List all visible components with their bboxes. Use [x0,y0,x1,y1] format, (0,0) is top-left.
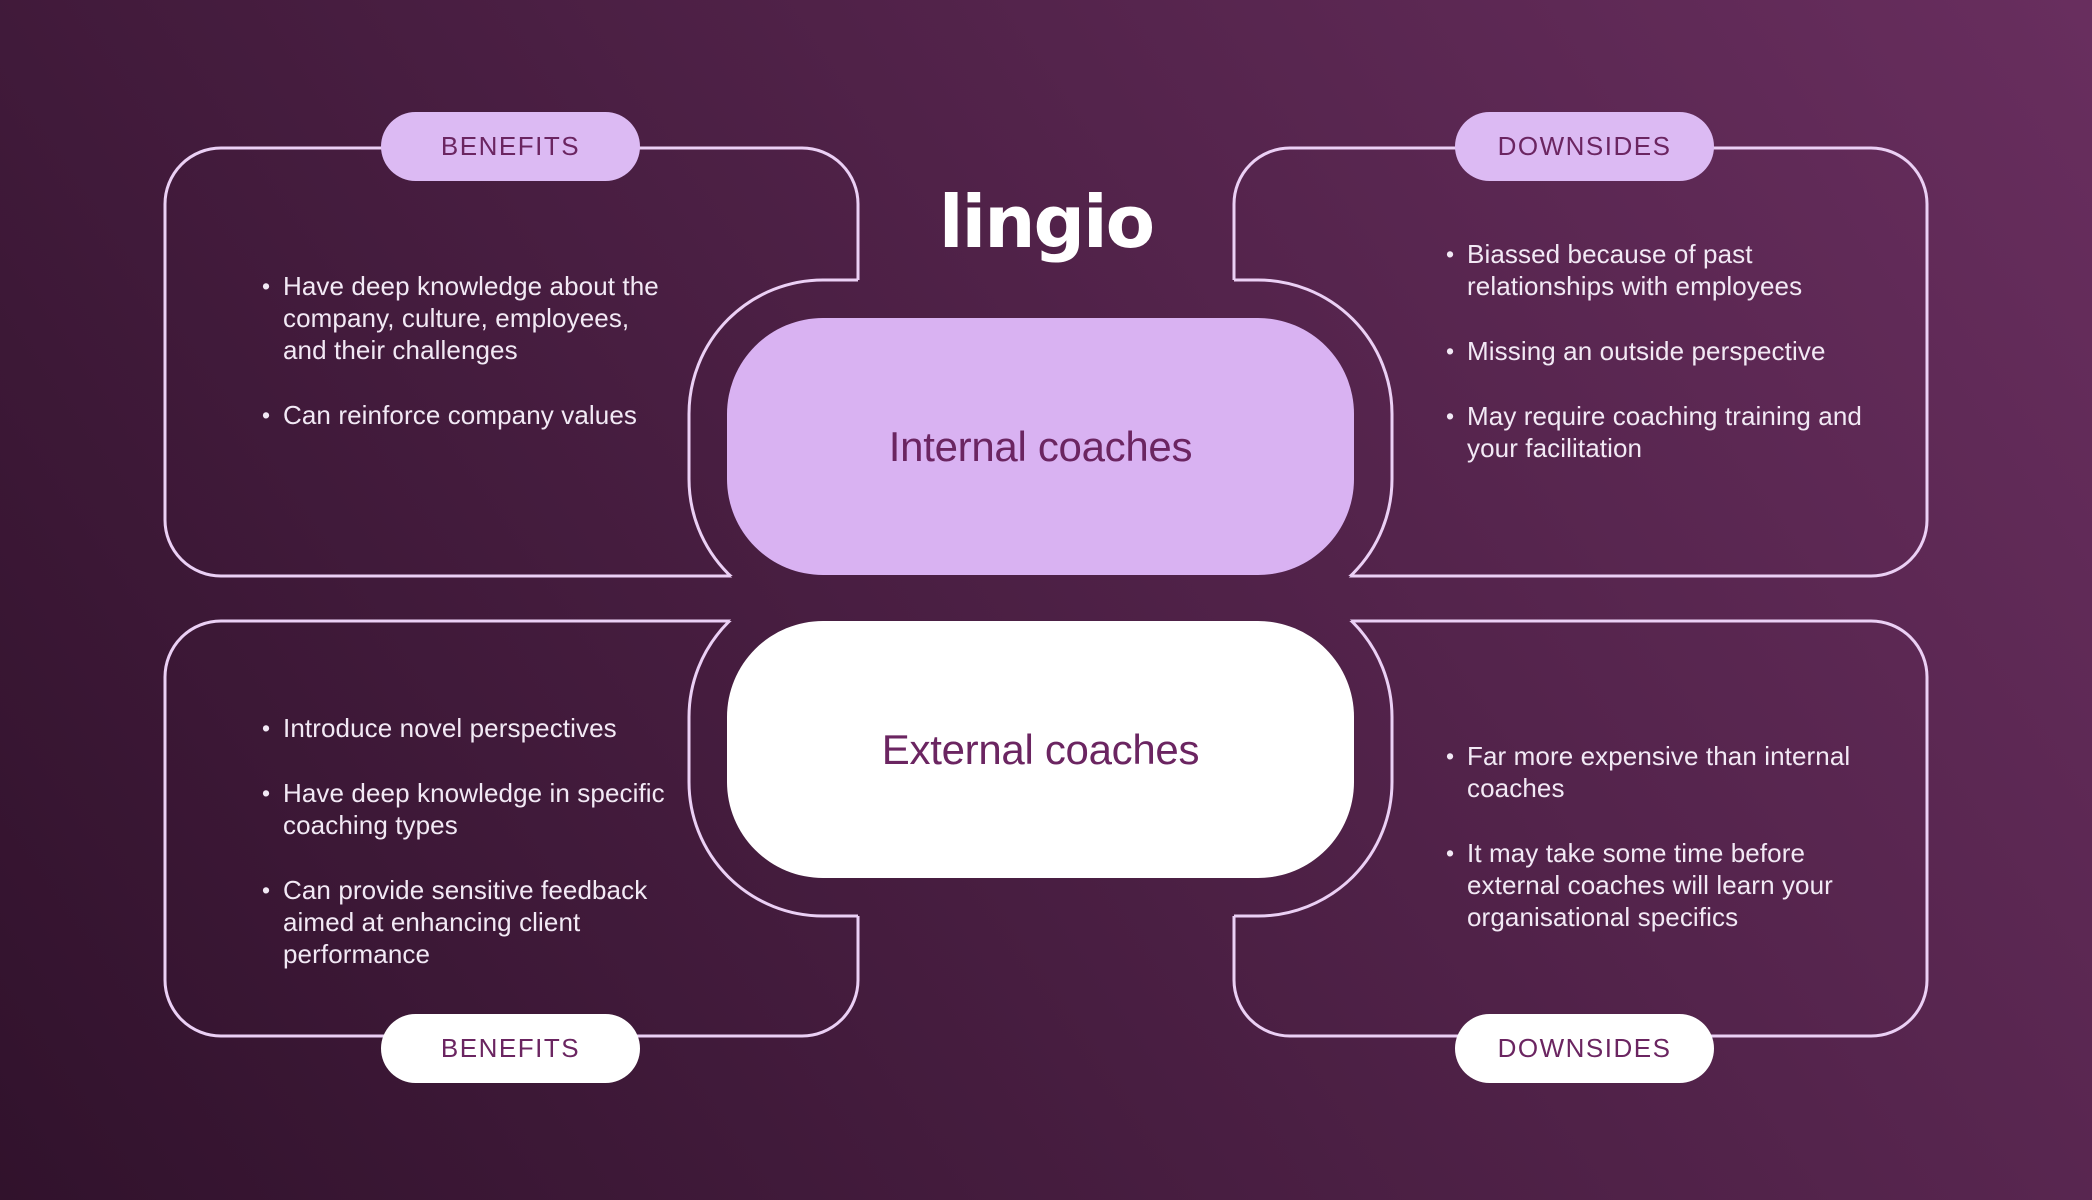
bullet-text: It may take some time before external co… [1467,838,1833,932]
badge-downsides-internal: DOWNSIDES [1455,112,1714,181]
bullet-dot: • [262,877,271,903]
bullet-dot: • [262,780,271,806]
list-item: • Can provide sensitive feedback aimed a… [262,874,703,970]
bullet-dot: • [262,402,271,428]
list-item: • Biassed because of past relationships … [1446,238,1865,302]
bullet-text: May require coaching training and your f… [1467,401,1862,463]
list-item: • Far more expensive than internal coach… [1446,740,1897,804]
bullet-text: Can reinforce company values [283,400,637,430]
bullet-dot: • [262,715,271,741]
bullet-text: Have deep knowledge in specific coaching… [283,778,665,840]
brand-logo: lingio [938,180,1155,264]
list-item: • Can reinforce company values [262,399,679,431]
internal-coaches-label: Internal coaches [888,422,1193,470]
bullet-dot: • [1446,403,1455,429]
bullet-dot: • [1446,840,1455,866]
downsides-internal-list: • Biassed because of past relationships … [1446,238,1865,464]
bullet-dot: • [1446,338,1455,364]
list-item: • Introduce novel perspectives [262,712,703,744]
list-item: • It may take some time before external … [1446,837,1897,933]
bullet-text: Far more expensive than internal coaches [1467,741,1851,803]
list-item: • Have deep knowledge about the company,… [262,270,679,366]
bullet-text: Have deep knowledge about the company, c… [283,271,659,365]
benefits-internal-list: • Have deep knowledge about the company,… [262,270,679,431]
external-coaches-pill [727,621,1354,878]
downsides-external-list: • Far more expensive than internal coach… [1446,740,1897,933]
bullet-text: Biassed because of past relationships wi… [1467,239,1803,301]
external-coaches-label: External coaches [881,725,1200,773]
bullet-dot: • [1446,743,1455,769]
bullet-text: Missing an outside perspective [1467,336,1826,366]
badge-benefits-external: BENEFITS [381,1014,640,1083]
bullet-text: Introduce novel perspectives [283,713,617,743]
list-item: • May require coaching training and your… [1446,400,1865,464]
internal-coaches-pill [727,318,1354,575]
badge-downsides-external: DOWNSIDES [1455,1014,1714,1083]
bullet-text: Can provide sensitive feedback aimed at … [283,875,648,969]
bullet-dot: • [262,273,271,299]
bullet-dot: • [1446,241,1455,267]
benefits-external-list: • Introduce novel perspectives • Have de… [262,712,703,970]
list-item: • Missing an outside perspective [1446,335,1865,367]
list-item: • Have deep knowledge in specific coachi… [262,777,703,841]
badge-benefits-internal: BENEFITS [381,112,640,181]
